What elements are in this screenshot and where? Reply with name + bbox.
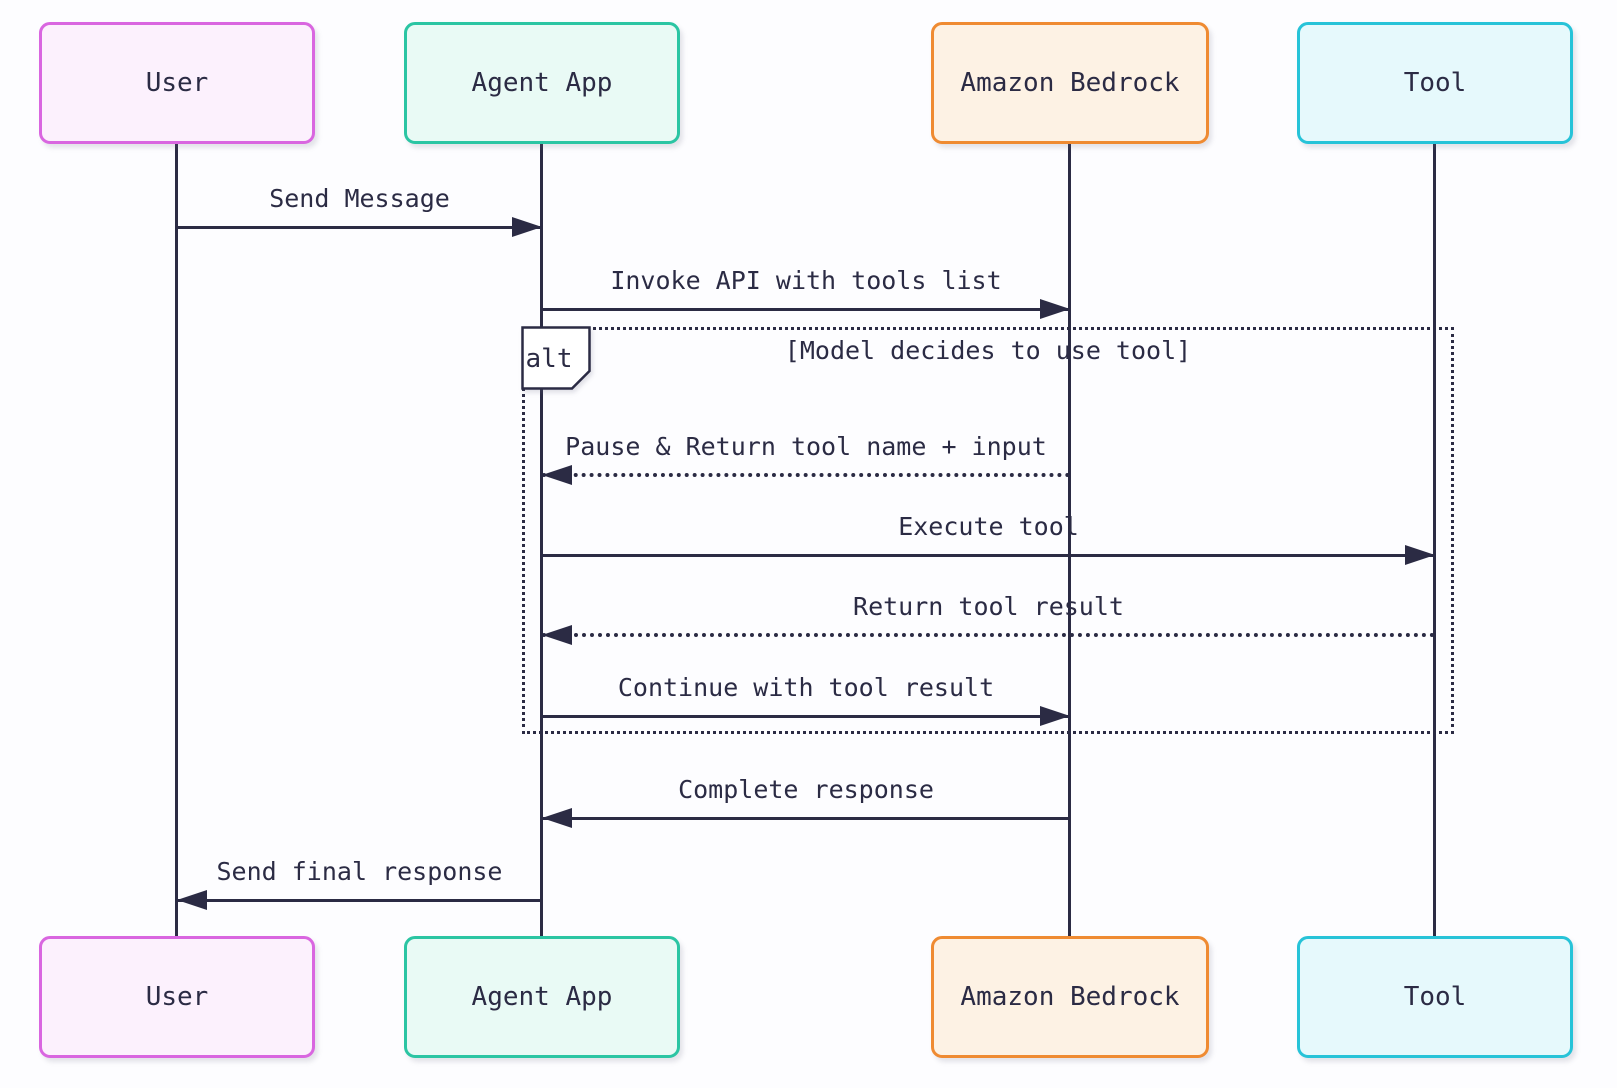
message-line <box>177 226 542 229</box>
message-line <box>542 633 1435 637</box>
arrowhead-right-icon <box>1405 545 1435 565</box>
actor-label: User <box>145 982 209 1012</box>
alt-frame <box>522 327 1454 734</box>
arrowhead-left-icon <box>542 808 572 828</box>
actor-bottom-tool: Tool <box>1297 936 1573 1058</box>
actor-label: Tool <box>1403 982 1467 1012</box>
arrowhead-left-icon <box>542 465 572 485</box>
lifeline-amazon-bedrock <box>1068 144 1071 936</box>
actor-top-agent-app: Agent App <box>404 22 680 144</box>
actor-label: Amazon Bedrock <box>960 68 1180 98</box>
actor-top-tool: Tool <box>1297 22 1573 144</box>
arrowhead-right-icon <box>1040 706 1070 726</box>
message-label: Invoke API with tools list <box>610 266 1002 295</box>
message-label: Complete response <box>678 775 934 804</box>
actor-label: Amazon Bedrock <box>960 982 1180 1012</box>
message-label: Continue with tool result <box>617 673 995 702</box>
arrowhead-right-icon <box>1040 299 1070 319</box>
alt-label-shape <box>521 326 591 390</box>
message-line <box>177 899 542 902</box>
lifeline-user <box>175 144 178 936</box>
actor-bottom-agent-app: Agent App <box>404 936 680 1058</box>
message-label: Pause & Return tool name + input <box>565 432 1047 461</box>
actor-bottom-amazon-bedrock: Amazon Bedrock <box>931 936 1209 1058</box>
arrowhead-left-icon <box>542 625 572 645</box>
message-line <box>542 817 1070 820</box>
message-label: Return tool result <box>853 592 1124 621</box>
actor-top-amazon-bedrock: Amazon Bedrock <box>931 22 1209 144</box>
message-label: Send final response <box>216 857 503 886</box>
lifeline-tool <box>1433 144 1436 936</box>
message-line <box>542 554 1435 557</box>
arrowhead-right-icon <box>512 217 542 237</box>
actor-label: Agent App <box>471 68 613 98</box>
message-label: Send Message <box>269 184 450 213</box>
actor-label: Agent App <box>471 982 613 1012</box>
actor-bottom-user: User <box>39 936 315 1058</box>
alt-condition-label: [Model decides to use tool] <box>784 336 1192 365</box>
message-line <box>542 715 1070 718</box>
lifeline-agent-app <box>540 144 543 936</box>
arrowhead-left-icon <box>177 890 207 910</box>
alt-label: alt <box>525 344 573 374</box>
message-label: Execute tool <box>898 512 1079 541</box>
actor-top-user: User <box>39 22 315 144</box>
message-line <box>542 473 1070 477</box>
actor-label: User <box>145 68 209 98</box>
actor-label: Tool <box>1403 68 1467 98</box>
message-line <box>542 308 1070 311</box>
